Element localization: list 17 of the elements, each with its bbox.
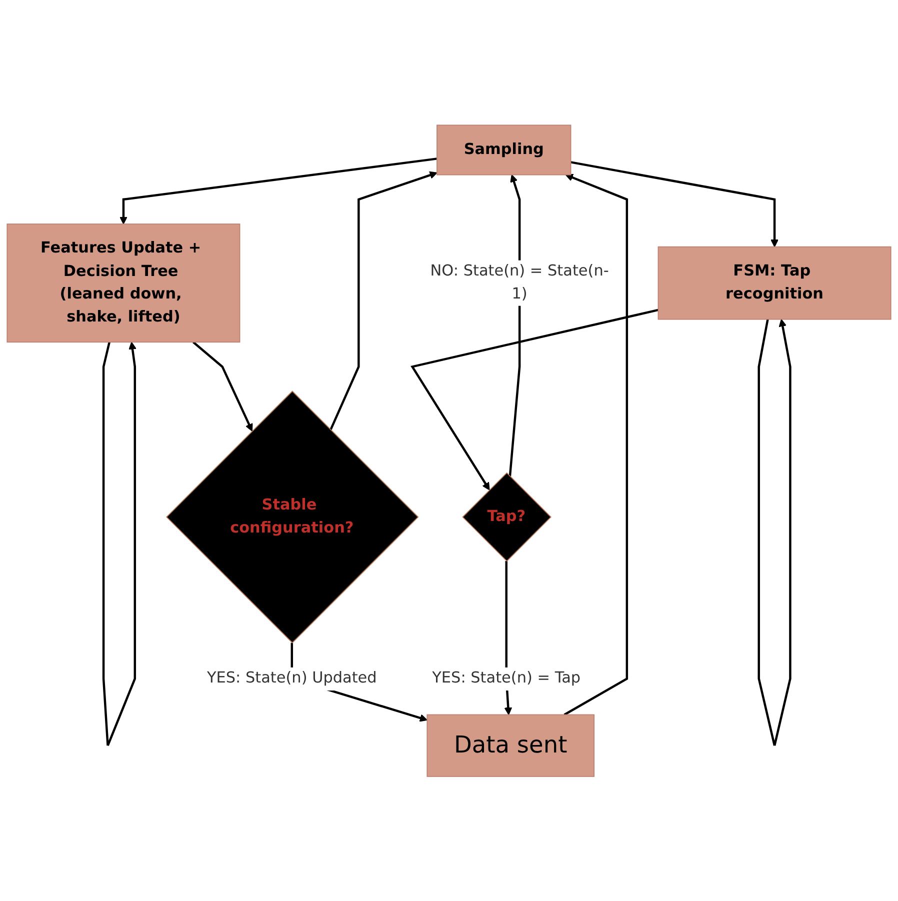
node-diamond: Stable configuration? [166,390,419,644]
node-box: Features Update + Decision Tree (leaned down, shake, lifted) [6,223,240,342]
node-box: Sampling [436,124,572,175]
arrow [330,171,438,430]
arrow [570,160,778,247]
node-box: FSM: Tap recognition [658,246,892,320]
node-diamond: Tap? [462,472,552,562]
edge-label: YES: State(n) Updated [206,668,377,687]
node-box: Data sent [426,714,595,777]
edge-label: YES: State(n) = Tap [432,668,581,687]
arrow [758,318,792,746]
arrow [410,308,658,490]
arrow [564,174,628,716]
arrow [102,341,136,746]
arrow [120,157,438,224]
edge-label: NO: State(n) = State(n-1) [430,262,609,302]
arrow [192,340,253,432]
